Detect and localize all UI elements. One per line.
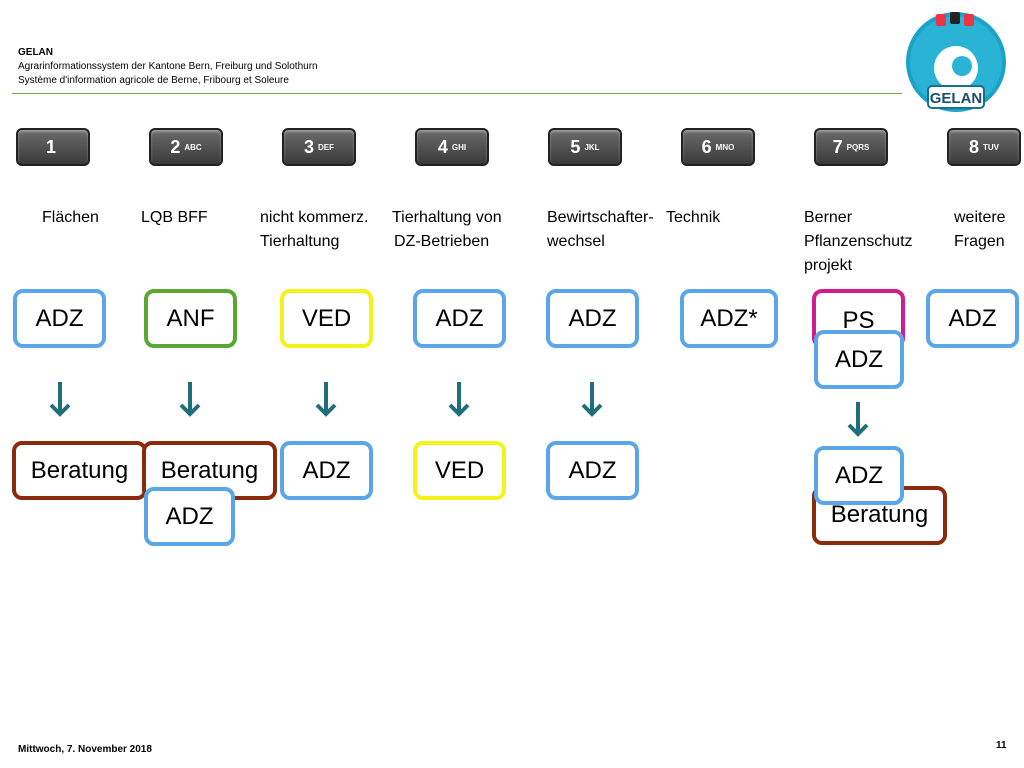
page-number: 11 <box>996 740 1007 751</box>
label-technik: Technik <box>666 209 721 226</box>
box-adz-7-bottom: ADZ <box>814 446 904 505</box>
box-adz-5-bottom: ADZ <box>546 441 639 500</box>
arrow-down-icon <box>49 382 71 417</box>
arrow-down-icon <box>315 382 337 417</box>
box-adz-1: ADZ <box>13 289 106 348</box>
box-adz-8: ADZ <box>926 289 1019 348</box>
label-flaechen: Flächen <box>42 209 99 226</box>
gelan-logo: GELAN <box>906 12 1006 112</box>
box-beratung-2-adz: ADZ <box>144 487 235 546</box>
header-subtitle-fr: Système d'information agricole de Berne,… <box>18 75 289 86</box>
phone-key-1[interactable]: 1 <box>16 128 90 166</box>
arrow-down-icon <box>179 382 201 417</box>
box-adz-3-bottom: ADZ <box>280 441 373 500</box>
label-lqb-bff: LQB BFF <box>141 209 208 226</box>
box-beratung-1: Beratung <box>12 441 147 500</box>
label-nicht-kommerz: nicht kommerz.Tierhaltung <box>260 209 369 250</box>
logo-text: GELAN <box>930 90 983 107</box>
header-divider <box>12 93 902 94</box>
arrow-down-icon <box>847 402 869 437</box>
box-ved: VED <box>280 289 373 348</box>
box-adz-5: ADZ <box>546 289 639 348</box>
footer-date: Mittwoch, 7. November 2018 <box>18 744 152 755</box>
box-ved-4-bottom: VED <box>413 441 506 500</box>
shield-icon <box>950 12 960 24</box>
label-bewirtschafter-wechsel: Bewirtschafter-wechsel <box>547 209 654 250</box>
box-anf: ANF <box>144 289 237 348</box>
box-adz-4: ADZ <box>413 289 506 348</box>
shield-icon <box>964 14 974 26</box>
arrow-down-icon <box>581 382 603 417</box>
header-title: GELAN <box>18 47 53 58</box>
box-ps-adz: ADZ <box>814 330 904 389</box>
header-subtitle-de: Agrarinformationssystem der Kantone Bern… <box>18 61 318 72</box>
shield-icon <box>936 14 946 26</box>
header: GELAN Agrarinformationssystem der Kanton… <box>18 46 318 88</box>
box-adz-star: ADZ* <box>680 289 778 348</box>
arrow-down-icon <box>448 382 470 417</box>
